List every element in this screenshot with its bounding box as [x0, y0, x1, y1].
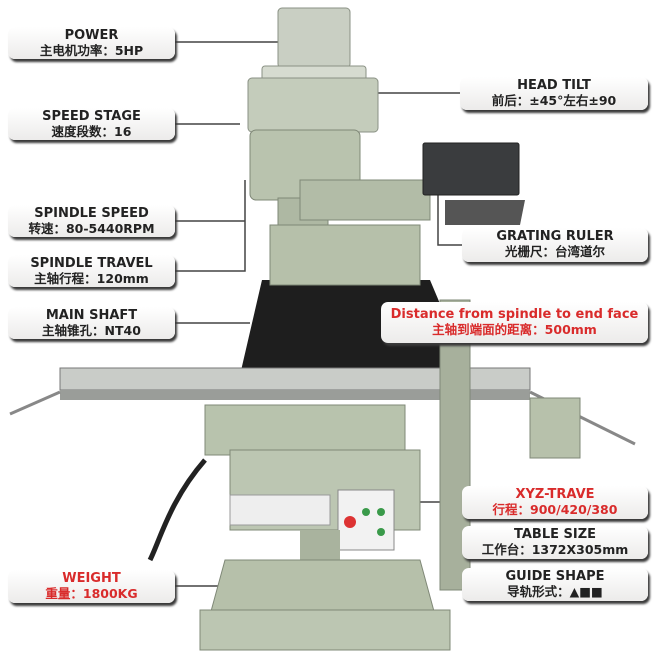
- spindle-travel-title: SPINDLE TRAVEL: [30, 256, 153, 271]
- weight-label: WEIGHT 重量：1800KG: [8, 570, 175, 603]
- power-value: 主电机功率：5HP: [39, 43, 144, 58]
- spindle-speed-label: SPINDLE SPEED 转速：80-5440RPM: [8, 205, 175, 237]
- table-size-label: TABLE SIZE 工作台：1372X305mm: [462, 526, 648, 559]
- main-shaft-value: 主轴锥孔：NT40: [42, 323, 141, 338]
- spindle-distance-label: Distance from spindle to end face 主轴到端面的…: [381, 302, 648, 343]
- guide-shape-value: 导轨形式：▲■■: [507, 584, 603, 599]
- spindle-travel-label: SPINDLE TRAVEL 主轴行程：120mm: [8, 255, 175, 287]
- main-shaft-title: MAIN SHAFT: [45, 308, 138, 323]
- grating-ruler-value: 光栅尺：台湾道尔: [504, 244, 605, 259]
- spindle-distance-title: Distance from spindle to end face: [390, 307, 639, 322]
- guide-shape-label: GUIDE SHAPE 导轨形式：▲■■: [462, 568, 648, 601]
- xyz-travel-title: XYZ-TRAVE: [515, 487, 595, 502]
- spindle-speed-value: 转速：80-5440RPM: [28, 221, 155, 236]
- speed-stage-label: SPEED STAGE 速度段数：16: [8, 108, 175, 140]
- leader-lines: [175, 41, 462, 587]
- power-title: POWER: [64, 28, 119, 43]
- spindle-distance-value: 主轴到端面的距离：500mm: [432, 322, 597, 337]
- speed-stage-value: 速度段数：16: [51, 124, 132, 139]
- head-tilt-title: HEAD TILT: [517, 78, 591, 93]
- speed-stage-title: SPEED STAGE: [42, 109, 141, 124]
- weight-title: WEIGHT: [62, 571, 121, 586]
- grating-ruler-title: GRATING RULER: [496, 229, 614, 244]
- table-size-title: TABLE SIZE: [513, 527, 597, 542]
- guide-shape-title: GUIDE SHAPE: [505, 569, 605, 584]
- spindle-travel-value: 主轴行程：120mm: [34, 271, 149, 286]
- xyz-travel-label: XYZ-TRAVE 行程：900/420/380: [462, 486, 648, 519]
- main-shaft-label: MAIN SHAFT 主轴锥孔：NT40: [8, 307, 175, 339]
- power-label: POWER 主电机功率：5HP: [8, 27, 175, 59]
- head-tilt-label: HEAD TILT 前后：±45°左右±90: [460, 77, 648, 110]
- spindle-speed-title: SPINDLE SPEED: [34, 206, 149, 221]
- table-size-value: 工作台：1372X305mm: [481, 542, 629, 557]
- xyz-travel-value: 行程：900/420/380: [492, 502, 618, 517]
- grating-ruler-label: GRATING RULER 光栅尺：台湾道尔: [462, 228, 648, 262]
- head-tilt-value: 前后：±45°左右±90: [491, 93, 617, 108]
- weight-value: 重量：1800KG: [45, 586, 138, 601]
